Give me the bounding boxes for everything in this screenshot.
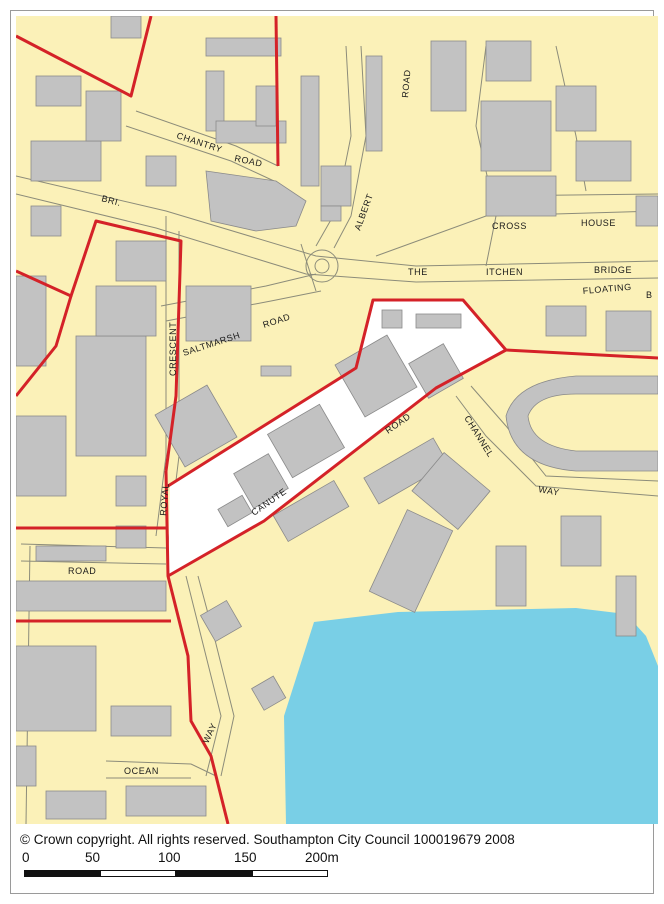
- road-label: ITCHEN: [486, 267, 523, 277]
- buildings: [16, 16, 658, 820]
- copyright-notice: © Crown copyright. All rights reserved. …: [20, 832, 515, 847]
- road-label: CROSS: [492, 221, 527, 231]
- road-label: OCEAN: [124, 766, 159, 776]
- road-label: CRESCENT: [168, 322, 178, 376]
- scale-segment: [100, 870, 176, 877]
- roundabout: [305, 249, 339, 283]
- scale-tick-label: 150: [234, 850, 257, 865]
- road-label: BRIDGE: [594, 265, 632, 275]
- road-label: BRI.: [100, 193, 122, 208]
- scale-tick-label: 50: [85, 850, 101, 865]
- road-label: ROYAL: [158, 483, 171, 517]
- scale-segment: [176, 870, 252, 877]
- scale-tick-label: 100: [158, 850, 181, 865]
- ward-boundaries: [16, 16, 658, 824]
- road-label: ROAD: [400, 69, 412, 98]
- site-boundary: [167, 298, 658, 488]
- scale-tick-label: 0: [22, 850, 30, 865]
- water-dock: [284, 608, 658, 824]
- site-location-map: CHANTRY ROAD ROAD ALBERT BRI. CROSS HOUS…: [16, 16, 658, 824]
- roundabout-island: [314, 258, 330, 274]
- scale-segment: [252, 870, 328, 877]
- scale-tick-label: 200m: [305, 850, 339, 865]
- road-label: FLOATING: [582, 282, 632, 296]
- road-label: ROAD: [68, 566, 96, 576]
- scale-segment: [24, 870, 100, 877]
- road-label: THE: [408, 267, 428, 277]
- road-label: WAY: [538, 484, 561, 498]
- road-label: HOUSE: [581, 218, 616, 228]
- scale-bar: 0 50 100 150 200m: [20, 850, 400, 890]
- road-label: B: [646, 290, 653, 300]
